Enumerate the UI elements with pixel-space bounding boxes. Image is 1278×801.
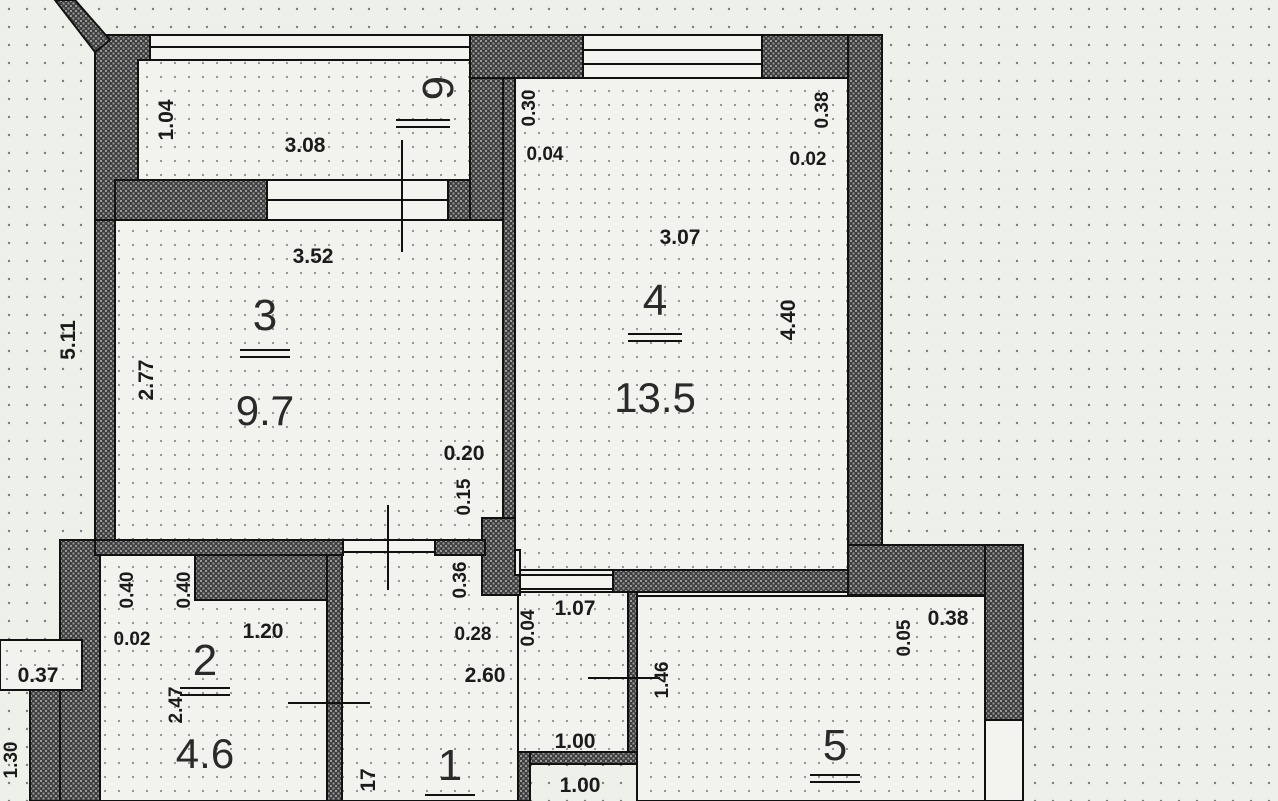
far-left-box: [0, 639, 83, 691]
wall-left-main: [94, 219, 116, 551]
dim-step-b: 1.00: [560, 774, 601, 797]
dim-balcony-length: 3.08: [285, 134, 326, 157]
room-number: 6: [413, 76, 462, 100]
dim-r2-002: 0.02: [114, 629, 151, 650]
dim-room3-depth: 2.77: [135, 360, 158, 401]
room-label-4: 4 13.5: [614, 276, 696, 421]
wall-r2-top: [194, 554, 333, 601]
room-area: 9.7: [236, 387, 294, 434]
dim-r2-depth: 2.47: [166, 687, 187, 724]
dim-left-037: 0.37: [18, 664, 59, 687]
dim-r5-005: 0.05: [894, 619, 915, 656]
dim-room4-width: 3.07: [660, 226, 701, 249]
wall-r4-bottom-left: [481, 517, 521, 596]
room-number: 5: [823, 721, 847, 770]
room-label-1: 1: [425, 741, 475, 796]
dim-outer-left: 5.11: [57, 320, 80, 360]
dim-room3-width: 3.52: [293, 245, 334, 268]
dim-r2-width: 1.20: [243, 620, 284, 643]
window-r5-right: [984, 719, 1024, 801]
window-balcony: [149, 34, 471, 61]
room-number: 1: [438, 741, 462, 790]
room-label-2: 2 4.6: [176, 636, 234, 777]
wall-balcony-bottom-left: [114, 179, 268, 221]
dim-r4-corner-lt: 0.30: [519, 90, 540, 127]
wall-closet-right: [627, 591, 638, 753]
room-number: 3: [253, 291, 277, 340]
wall-r4-top-left: [469, 34, 584, 79]
dim-wall-015: 0.15: [454, 478, 475, 515]
dim-r4-corner-rb: 0.02: [790, 149, 827, 170]
wall-step: [517, 751, 638, 765]
wall-r4-right: [847, 34, 883, 586]
room-number: 4: [643, 276, 667, 325]
wall-r3-bottom-right: [434, 539, 486, 556]
wall-r5-right: [984, 544, 1024, 721]
dim-r4-corner-lb: 0.04: [527, 144, 564, 165]
dim-closet-depth: 1.46: [652, 662, 673, 699]
dim-partial-left: 1.30: [1, 742, 22, 779]
dim-room4-depth: 4.40: [777, 300, 800, 341]
room-label-5: 5: [810, 721, 860, 783]
room-area: 4.6: [176, 730, 234, 777]
dim-wall-004: 0.04: [518, 609, 539, 646]
doorway-r4: [519, 574, 614, 590]
dim-wall-036: 0.36: [450, 562, 471, 599]
wall-r2-right: [326, 554, 343, 801]
room-label-6: 6: [396, 76, 462, 128]
wall-r4-left: [502, 77, 516, 519]
wall-r4-bottom: [612, 569, 849, 593]
dim-corridor-len: 2.60: [465, 664, 506, 687]
dim-wall-020: 0.20: [444, 442, 485, 465]
wall-r3-bottom: [94, 539, 344, 556]
room-number: 2: [193, 636, 217, 685]
wall-diagonal-stub: [53, 0, 112, 54]
balcony-door: [266, 179, 449, 221]
dim-r2-040-b: 0.40: [174, 572, 195, 609]
room-label-3: 3 9.7: [236, 291, 294, 434]
room-area: 13.5: [614, 374, 696, 421]
dim-partial-17: 17: [357, 768, 380, 791]
wall-step-left: [517, 751, 531, 801]
room-5-floor: [636, 595, 986, 801]
dim-r5-038: 0.38: [928, 607, 969, 630]
room-3-floor: [114, 219, 504, 541]
dim-wall-028: 0.28: [455, 624, 492, 645]
window-room-4: [582, 34, 763, 79]
dim-r2-040-a: 0.40: [117, 572, 138, 609]
dim-step-a: 1.00: [555, 730, 596, 753]
dim-r4-corner-rt: 0.38: [812, 92, 833, 129]
dim-balcony-depth: 1.04: [155, 99, 178, 140]
wall-far-left: [29, 689, 61, 801]
dim-closet-width: 1.07: [555, 597, 596, 620]
